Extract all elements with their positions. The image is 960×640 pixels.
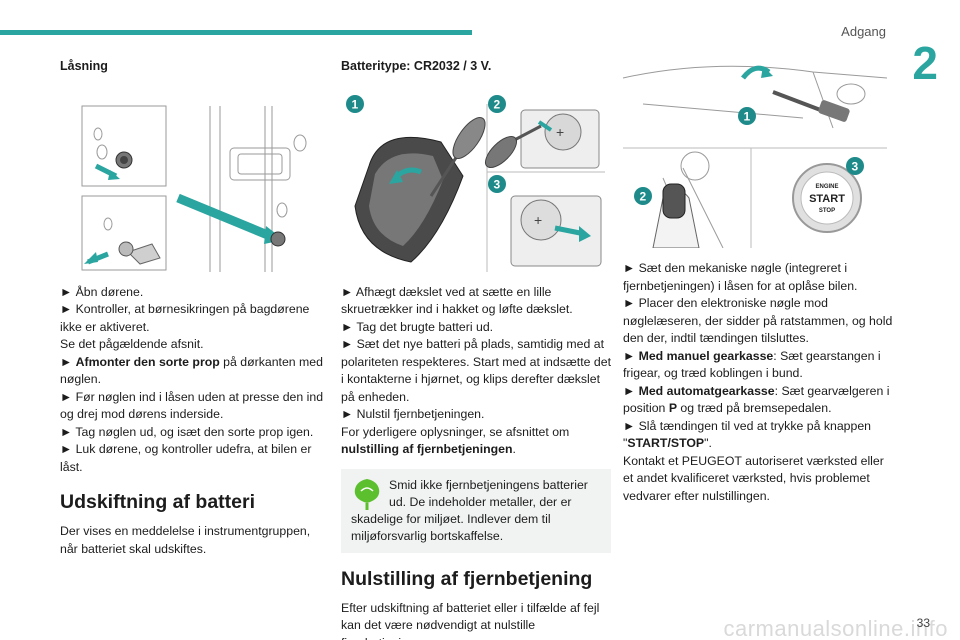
battery-type-heading: Batteritype: CR2032 / 3 V. xyxy=(341,59,492,73)
locking-heading: Låsning xyxy=(60,59,108,73)
environment-note-text: Smid ikke fjernbetjeningens batterier ud… xyxy=(351,477,588,543)
step-press-start-stop: ► Slå tændingen til ved at trykke på kna… xyxy=(623,418,872,451)
reset-illustration: ENGINE START STOP 1 2 3 xyxy=(623,65,887,248)
svg-text:+: + xyxy=(556,124,564,140)
header-accent-bar xyxy=(0,30,472,35)
step-reset-remote: ► Nulstil fjernbetjeningen. xyxy=(341,407,485,421)
step-marker-1: 1 xyxy=(352,97,359,111)
button-start-label: START xyxy=(809,193,845,205)
section-title: Adgang xyxy=(841,24,886,39)
step-automatic-gearbox: ► Med automatgearkasse: Sæt gearvælgeren… xyxy=(623,383,890,416)
step-insert-new-battery: ► Sæt det nye batteri på plads, samtidig… xyxy=(341,337,611,404)
further-info-reference: For yderligere oplysninger, se afsnittet… xyxy=(341,424,570,457)
battery-illustration: + + 1 2 3 xyxy=(346,94,605,272)
chapter-number: 2 xyxy=(912,37,938,89)
step-marker-1: 1 xyxy=(744,110,751,124)
step-insert-key: ► Før nøglen ind i låsen uden at presse … xyxy=(60,389,324,422)
step-marker-2: 2 xyxy=(640,190,647,204)
step-marker-2: 2 xyxy=(494,97,501,111)
remote-reset-figure: ENGINE START STOP 1 2 3 xyxy=(623,48,887,248)
button-engine-label: ENGINE xyxy=(815,184,838,190)
column-battery: Batteritype: CR2032 / 3 V. + + 1 xyxy=(341,58,611,640)
step-remove-battery: ► Tag det brugte batteri ud. xyxy=(341,319,494,334)
step-marker-3: 3 xyxy=(494,177,501,191)
watermark: carmanualsonline.info xyxy=(723,616,948,640)
column-locking: Låsning xyxy=(60,58,330,558)
step-remove-plug: ► Afmonter den sorte prop på dørkanten m… xyxy=(60,354,323,387)
step-mechanical-key: ► Sæt den mekaniske nøgle (integreret i … xyxy=(623,261,858,293)
step-refit-plug: ► Tag nøglen ud, og isæt den sorte prop … xyxy=(60,424,314,439)
door-lock-illustration xyxy=(81,105,307,272)
step-open-doors: ► Åbn dørene. xyxy=(60,284,144,299)
leaf-icon xyxy=(354,478,380,510)
battery-message-text: Der vises en meddelelse i instrumentgrup… xyxy=(60,524,311,556)
svg-text:+: + xyxy=(534,212,542,228)
button-stop-label: STOP xyxy=(819,208,835,214)
step-check-child-lock: ► Kontroller, at børnesikringen på bagdø… xyxy=(60,302,310,334)
column-reset: ENGINE START STOP 1 2 3 ► Sæt den mekani… xyxy=(623,58,893,505)
environment-note: Smid ikke fjernbetjeningens batterier ud… xyxy=(341,468,611,553)
battery-replacement-heading: Udskiftning af batteri xyxy=(60,491,256,513)
step-unhook-cover: ► Afhægt dækslet ved at sætte en lille s… xyxy=(341,284,573,317)
battery-replacement-figure: + + 1 2 3 xyxy=(341,86,605,272)
step-manual-gearbox: ► Med manuel gearkasse: Sæt gearstangen … xyxy=(623,348,881,381)
see-section-note: Se det pågældende afsnit. xyxy=(60,337,204,351)
door-lock-figure xyxy=(60,86,324,272)
contact-workshop-text: Kontakt et PEUGEOT autoriseret værksted … xyxy=(623,453,884,503)
step-electronic-key: ► Placer den elektroniske nøgle mod nøgl… xyxy=(623,296,893,345)
step-marker-3: 3 xyxy=(852,160,859,174)
remote-reset-text: Efter udskiftning af batteriet eller i t… xyxy=(341,600,600,640)
remote-reset-heading: Nulstilling af fjernbetjening xyxy=(341,567,593,590)
page-number: 33 xyxy=(916,616,930,630)
step-close-doors: ► Luk dørene, og kontroller udefra, at b… xyxy=(60,442,312,474)
